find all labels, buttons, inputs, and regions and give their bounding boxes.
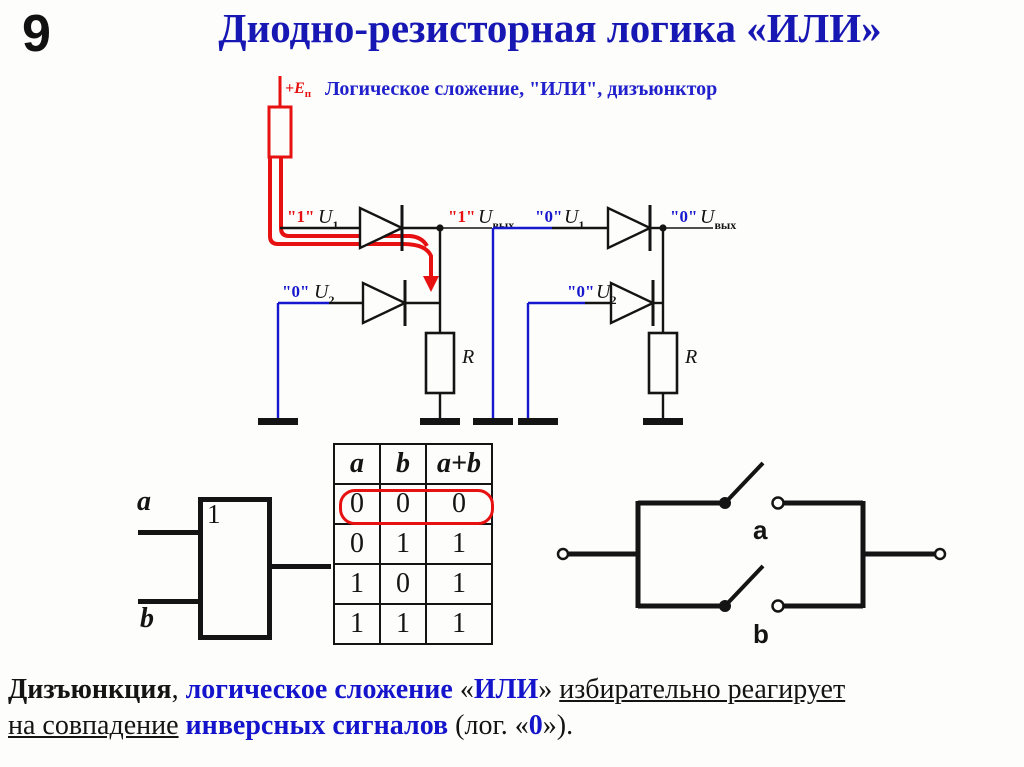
text-plain: ,	[171, 674, 186, 705]
cell: 1	[333, 603, 381, 645]
col-header-sum: a+b	[425, 443, 493, 485]
left-in1-name: U1	[318, 206, 338, 232]
highlighted-row-oval	[339, 489, 494, 525]
truth-table-header-row: a b a+b	[333, 443, 493, 485]
ground-icon	[473, 418, 513, 425]
table-row: 1 1 1	[333, 603, 493, 645]
switch-a-label: a	[753, 515, 768, 545]
text-or: ИЛИ	[473, 674, 539, 705]
switch-equivalent-diagram: a b	[556, 461, 947, 649]
text-plain: »).	[542, 710, 574, 741]
load-resistor-icon	[424, 331, 456, 395]
diode-icon	[361, 281, 408, 325]
right-resistor-label: R	[684, 346, 697, 368]
right-in1-name: U1	[564, 206, 584, 232]
cell: 0	[379, 563, 427, 605]
supply-branch	[267, 76, 433, 278]
current-arrow-icon	[423, 276, 439, 292]
ground-icon	[518, 418, 558, 425]
diode-icon	[609, 281, 656, 325]
text-plain: (лог. «	[448, 710, 529, 741]
gate-input-b-wire	[138, 599, 198, 604]
terminal-icon	[933, 547, 947, 561]
switch-a-pivot-dot	[719, 497, 731, 509]
gate-function-label: 1	[207, 499, 221, 529]
supply-label: +Eп	[285, 80, 312, 100]
definition-text: Дизъюнкция, логическое сложение «ИЛИ» из…	[8, 672, 1016, 744]
left-circuit	[276, 205, 492, 418]
gate-input-b-label: b	[140, 603, 154, 634]
switch-a-lever	[723, 461, 765, 505]
diode-circuit-diagram: Логическое сложение, "ИЛИ", дизъюнктор +…	[258, 76, 736, 425]
gate-output-wire	[272, 564, 331, 569]
left-in1-level: "1"	[287, 207, 314, 226]
text-coincidence: на совпадение	[8, 710, 179, 741]
cell: 1	[379, 523, 427, 565]
switch-b-lever	[723, 564, 765, 608]
text-disjunction: Дизъюнкция	[8, 674, 172, 705]
load-resistor-icon	[647, 331, 679, 395]
left-in2-level: "0"	[282, 282, 309, 301]
terminal-icon	[556, 547, 570, 561]
text-plain: »	[538, 674, 560, 705]
diode-icon	[358, 206, 405, 250]
table-row: 0 1 1	[333, 523, 493, 565]
text-inverse-signals: инверсных сигналов	[185, 710, 449, 741]
gate-body	[198, 497, 272, 640]
diode-icon	[606, 206, 653, 250]
switch-b-contact-icon	[771, 599, 785, 613]
table-row: 1 0 1	[333, 563, 493, 605]
text-reacts: избирательно реагирует	[559, 674, 846, 705]
ground-icon	[420, 418, 460, 425]
left-out-level: "1"	[448, 207, 475, 226]
switch-b-pivot-dot	[719, 600, 731, 612]
supply-resistor-icon	[267, 105, 293, 159]
cell: 0	[333, 523, 381, 565]
current-path-outer	[268, 157, 433, 278]
current-path-inner	[279, 157, 429, 248]
cell: 1	[425, 563, 493, 605]
ground-icon	[258, 418, 298, 425]
right-in1-level: "0"	[535, 207, 562, 226]
col-header-a: a	[333, 443, 381, 485]
cell: 1	[425, 523, 493, 565]
left-in2-name: U2	[314, 281, 334, 307]
gate-input-a-label: a	[137, 486, 151, 517]
right-circuit	[491, 205, 713, 418]
text-plain: «	[452, 674, 474, 705]
slide-number: 9	[22, 5, 51, 63]
text-logic-zero: 0	[528, 710, 543, 741]
col-header-b: b	[379, 443, 427, 485]
switch-b-label: b	[753, 619, 769, 649]
cell: 1	[379, 603, 427, 645]
switch-a-contact-icon	[771, 496, 785, 510]
cell: 1	[425, 603, 493, 645]
circuit-caption: Логическое сложение, "ИЛИ", дизъюнктор	[325, 78, 717, 100]
output-node-dot	[436, 224, 444, 232]
right-in2-name: U2	[596, 281, 616, 307]
truth-table: a b a+b 0 0 0 0 1 1 1 0 1 1 1 1	[333, 443, 493, 645]
right-out-name: Uвых	[700, 206, 736, 232]
cell: 1	[333, 563, 381, 605]
ground-icon	[643, 418, 683, 425]
left-resistor-label: R	[461, 346, 474, 368]
slide-title: Диодно-резисторная логика «ИЛИ»	[218, 5, 882, 51]
text-plain	[179, 710, 186, 741]
right-in2-level: "0"	[567, 282, 594, 301]
text-logical-addition: логическое сложение	[185, 674, 453, 705]
output-node-dot	[659, 224, 667, 232]
right-out-level: "0"	[670, 207, 697, 226]
gate-input-a-wire	[138, 530, 198, 535]
